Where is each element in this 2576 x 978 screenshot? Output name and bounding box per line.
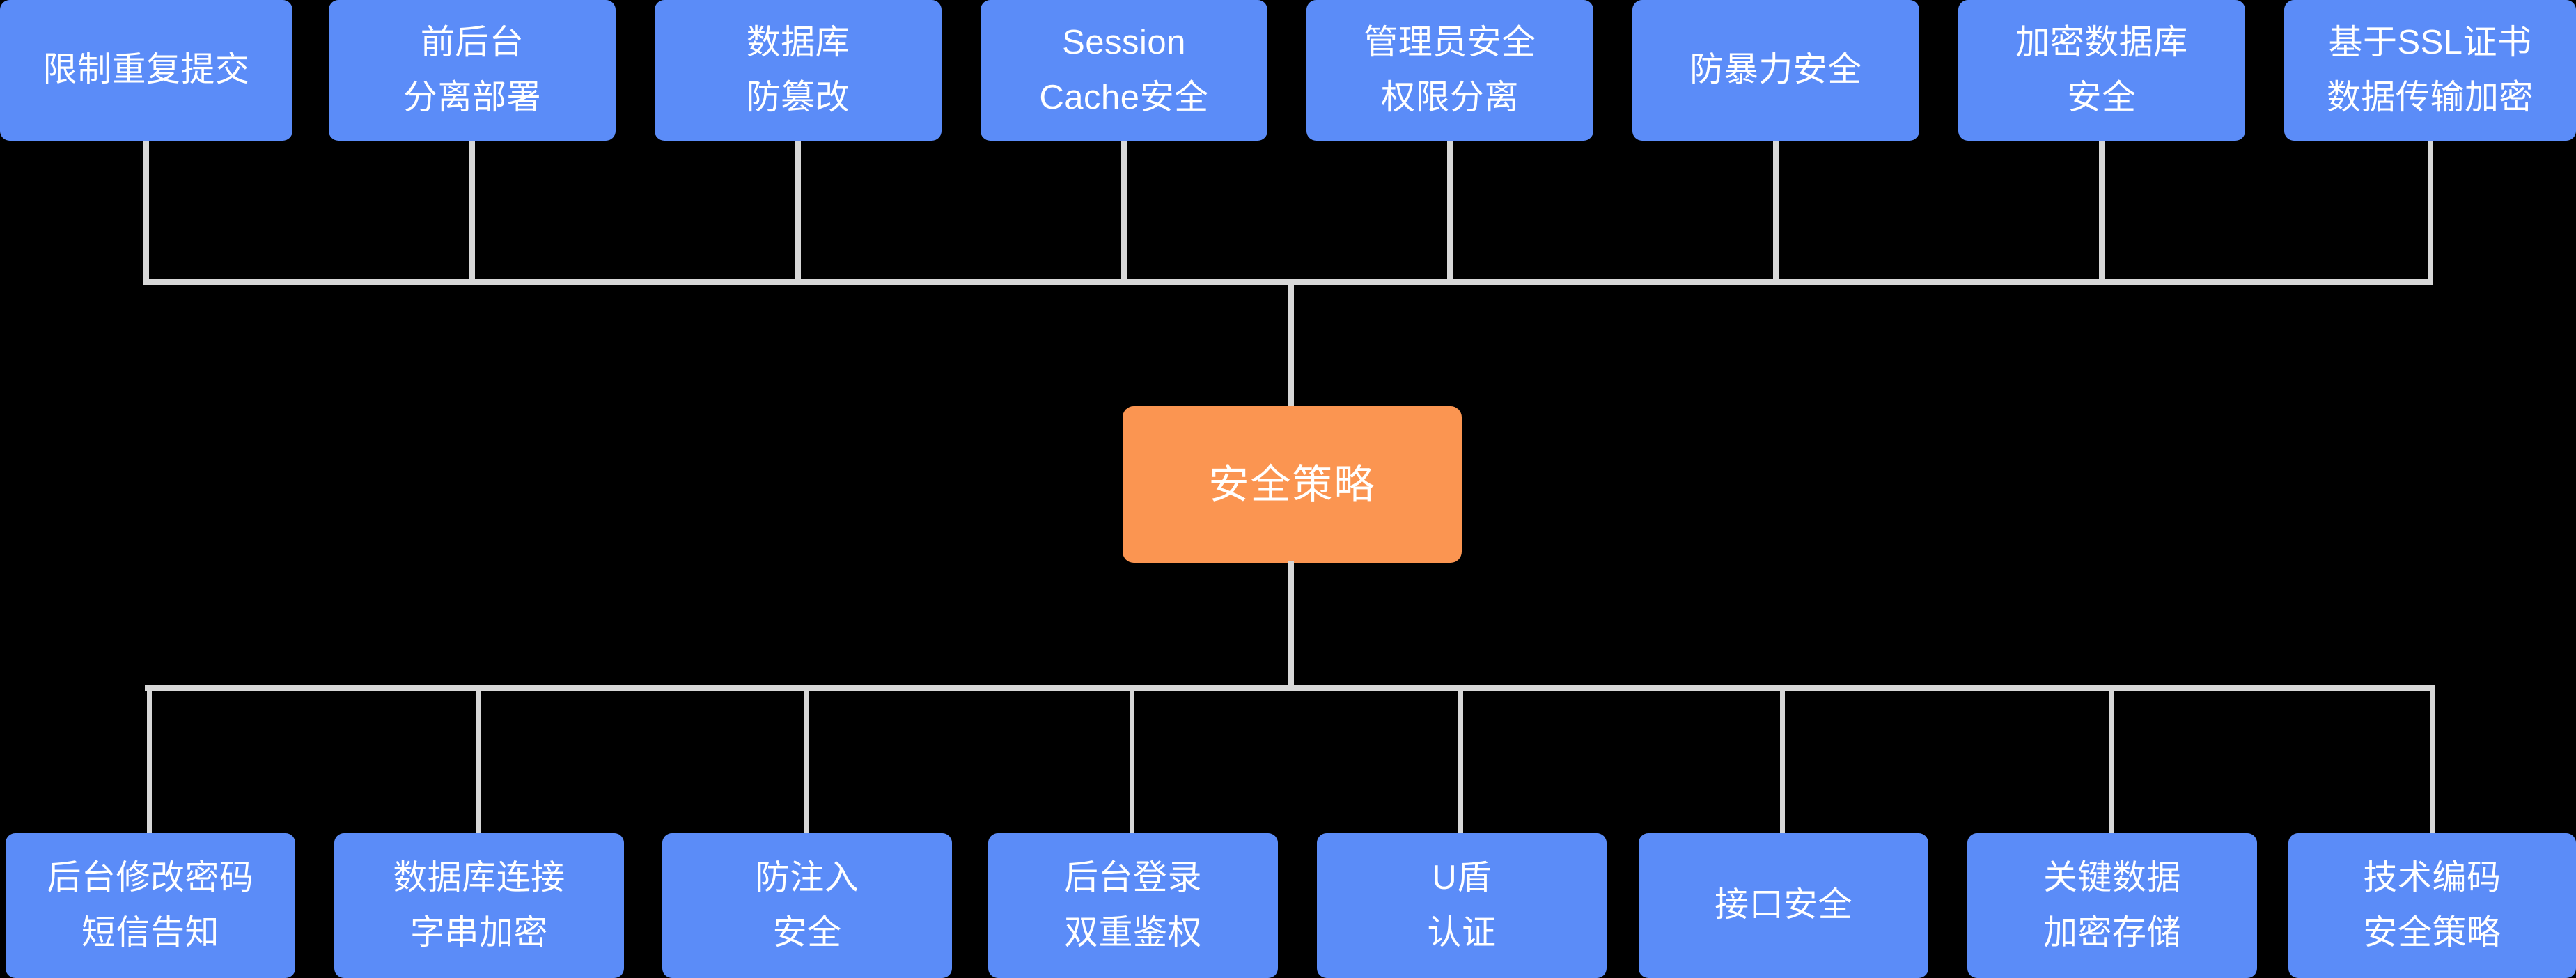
top-node-1-line-1: 限制重复提交 xyxy=(42,51,250,89)
connector-top-drop-8 xyxy=(2428,141,2433,284)
connector-bottom-drop-3 xyxy=(804,691,809,834)
bottom-node-6[interactable]: 接口安全 xyxy=(1639,833,1928,978)
bottom-node-7-line-1: 关键数据 xyxy=(2043,858,2181,896)
top-node-2-line-1: 前后台 xyxy=(420,23,524,61)
connector-bottom-drop-7 xyxy=(2109,691,2114,834)
bottom-node-7-line-2: 加密存储 xyxy=(2043,914,2181,952)
connector-bottom-drop-6 xyxy=(1780,691,1785,834)
connector-root-upper-spine xyxy=(1288,279,1294,411)
top-node-5-line-1: 管理员安全 xyxy=(1364,23,1536,61)
top-node-7[interactable]: 加密数据库 安全 xyxy=(1958,0,2245,141)
connector-top-drop-4 xyxy=(1121,141,1127,284)
bottom-node-1-line-1: 后台修改密码 xyxy=(47,858,254,896)
top-node-2-line-2: 分离部署 xyxy=(403,79,541,116)
connector-top-drop-7 xyxy=(2099,141,2105,284)
bottom-node-2-line-2: 字串加密 xyxy=(409,914,548,952)
top-node-3-line-1: 数据库 xyxy=(746,23,850,61)
top-node-8-line-2: 数据传输加密 xyxy=(2326,79,2534,116)
bottom-node-6-line-1: 接口安全 xyxy=(1714,886,1852,924)
top-node-7-line-1: 加密数据库 xyxy=(2015,23,2188,61)
bottom-node-4-line-1: 后台登录 xyxy=(1063,858,1202,896)
top-node-3[interactable]: 数据库 防篡改 xyxy=(655,0,942,141)
connector-top-drop-2 xyxy=(469,141,475,284)
top-node-6[interactable]: 防暴力安全 xyxy=(1632,0,1919,141)
top-node-3-line-2: 防篡改 xyxy=(746,79,850,116)
connector-top-drop-3 xyxy=(795,141,801,284)
bottom-node-8[interactable]: 技术编码 安全策略 xyxy=(2288,833,2576,978)
connector-bottom-drop-5 xyxy=(1458,691,1463,834)
bottom-node-3-line-2: 安全 xyxy=(772,914,842,952)
bottom-node-3-line-1: 防注入 xyxy=(755,858,859,896)
top-node-4-line-2: Cache安全 xyxy=(1039,79,1209,116)
bottom-node-8-line-1: 技术编码 xyxy=(2363,858,2501,896)
root-node-label: 安全策略 xyxy=(1208,461,1376,507)
connector-bottom-bus xyxy=(145,685,2435,691)
bottom-node-5-line-1: U盾 xyxy=(1432,858,1492,896)
connector-bottom-drop-1 xyxy=(147,691,152,834)
bottom-node-4-line-2: 双重鉴权 xyxy=(1063,914,1202,952)
bottom-node-3[interactable]: 防注入 安全 xyxy=(662,833,952,978)
connector-bottom-drop-8 xyxy=(2430,691,2435,834)
bottom-node-2[interactable]: 数据库连接 字串加密 xyxy=(334,833,624,978)
bottom-node-5-line-2: 认证 xyxy=(1427,914,1497,952)
bottom-node-1[interactable]: 后台修改密码 短信告知 xyxy=(6,833,295,978)
root-node-security-policy[interactable]: 安全策略 xyxy=(1123,406,1462,563)
top-node-7-line-2: 安全 xyxy=(2067,79,2137,116)
bottom-node-2-line-1: 数据库连接 xyxy=(393,858,565,896)
top-node-5[interactable]: 管理员安全 权限分离 xyxy=(1306,0,1593,141)
top-node-6-line-1: 防暴力安全 xyxy=(1689,51,1862,89)
top-node-4[interactable]: Session Cache安全 xyxy=(981,0,1267,141)
bottom-node-5[interactable]: U盾 认证 xyxy=(1317,833,1607,978)
top-node-8[interactable]: 基于SSL证书 数据传输加密 xyxy=(2284,0,2576,141)
bottom-node-7[interactable]: 关键数据 加密存储 xyxy=(1967,833,2257,978)
connector-root-lower-spine xyxy=(1288,561,1294,691)
connector-top-drop-6 xyxy=(1773,141,1779,284)
top-node-2[interactable]: 前后台 分离部署 xyxy=(329,0,616,141)
top-node-8-line-1: 基于SSL证书 xyxy=(2328,23,2532,61)
connector-top-drop-5 xyxy=(1447,141,1453,284)
connector-bottom-drop-2 xyxy=(476,691,481,834)
connector-top-drop-1 xyxy=(143,141,149,284)
connector-bottom-drop-4 xyxy=(1130,691,1134,834)
top-node-5-line-2: 权限分离 xyxy=(1380,79,1519,116)
top-node-1[interactable]: 限制重复提交 xyxy=(0,0,292,141)
bottom-node-8-line-2: 安全策略 xyxy=(2363,914,2501,952)
bottom-node-4[interactable]: 后台登录 双重鉴权 xyxy=(988,833,1278,978)
top-node-4-line-1: Session xyxy=(1062,23,1186,61)
bottom-node-1-line-2: 短信告知 xyxy=(81,914,219,952)
